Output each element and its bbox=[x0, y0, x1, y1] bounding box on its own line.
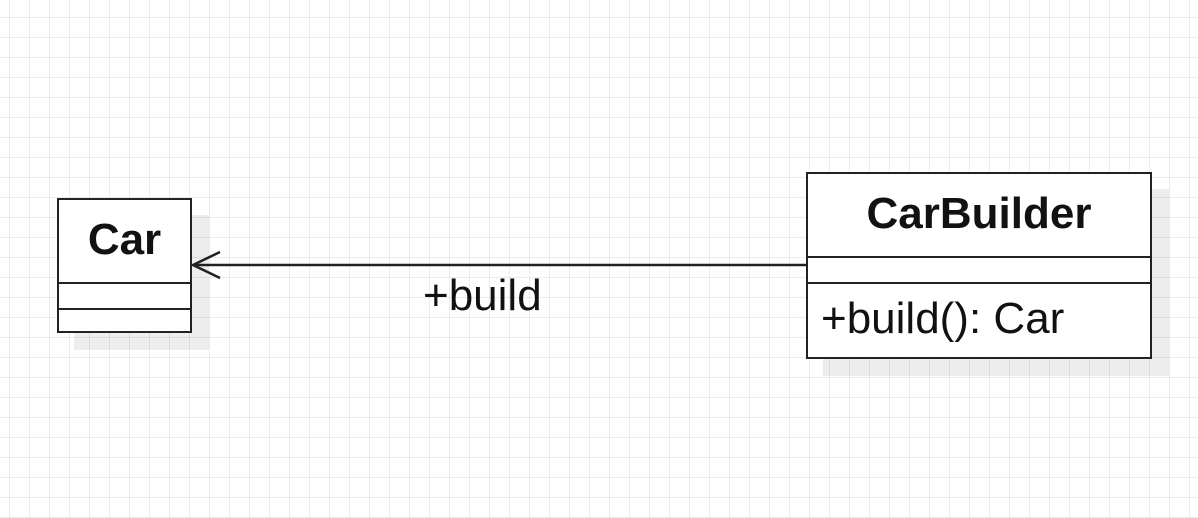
operations-section bbox=[59, 310, 190, 331]
attributes-section bbox=[59, 284, 190, 310]
association-label[interactable]: +build bbox=[423, 271, 542, 320]
class-carbuilder[interactable]: CarBuilder +build(): Car bbox=[806, 172, 1152, 359]
open-arrowhead-icon bbox=[190, 250, 221, 280]
operations-section: +build(): Car bbox=[808, 284, 1150, 357]
class-car[interactable]: Car bbox=[57, 198, 192, 333]
class-name: Car bbox=[59, 200, 190, 284]
attributes-section bbox=[808, 258, 1150, 284]
class-name: CarBuilder bbox=[808, 174, 1150, 258]
operation-build[interactable]: +build(): Car bbox=[821, 294, 1065, 343]
